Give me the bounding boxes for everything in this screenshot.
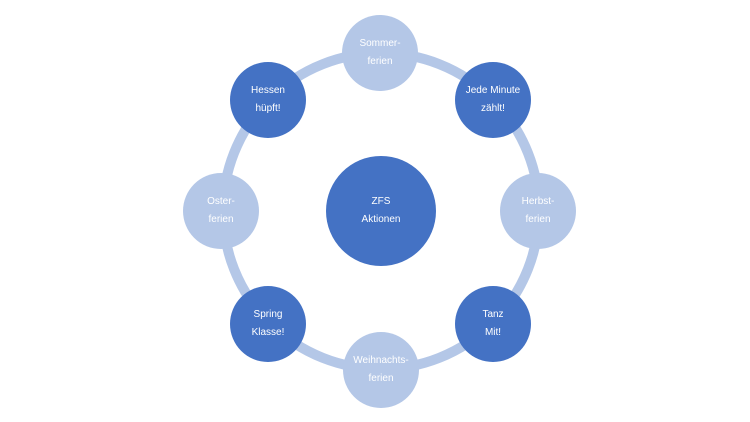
node-label-line-2: Klasse!	[251, 327, 285, 338]
center-label-line-1: ZFS	[371, 196, 391, 207]
node-label: Herbst- ferien	[522, 193, 555, 229]
node-label-line-1: Weihnachts-	[353, 355, 409, 366]
node-label: Oster- ferien	[207, 193, 235, 229]
node-label-line-1: Jede Minute	[465, 85, 521, 96]
center-label-line-2: Aktionen	[361, 214, 401, 225]
node-spring-klasse: Spring Klasse!	[230, 286, 306, 362]
node-label: Jede Minute zählt!	[466, 82, 520, 118]
node-weihnachtsferien: Weihnachts- ferien	[343, 332, 419, 408]
node-label-line-1: Spring	[253, 309, 283, 320]
node-tanz-mit: Tanz Mit!	[455, 286, 531, 362]
node-label-line-1: Herbst-	[521, 196, 555, 207]
node-label-line-1: Hessen	[251, 85, 285, 96]
node-label-line-2: ferien	[525, 214, 551, 225]
node-label-line-1: Tanz	[482, 309, 504, 320]
node-label: Spring Klasse!	[252, 306, 285, 342]
node-hessen-huepft: Hessen hüpft!	[230, 62, 306, 138]
node-label-line-2: ferien	[367, 56, 393, 67]
center-node-label: ZFS Aktionen	[362, 193, 401, 229]
node-jede-minute-zaehlt: Jede Minute zählt!	[455, 62, 531, 138]
node-label-line-1: Oster-	[207, 196, 235, 207]
node-label: Hessen hüpft!	[251, 82, 285, 118]
node-label: Tanz Mit!	[482, 306, 503, 342]
node-label-line-2: Mit!	[484, 327, 502, 338]
node-label: Sommer- ferien	[359, 35, 400, 71]
node-label-line-2: ferien	[368, 373, 394, 384]
node-label-line-2: hüpft!	[255, 103, 281, 114]
node-label-line-1: Sommer-	[359, 38, 401, 49]
node-label-line-2: zählt!	[481, 103, 505, 114]
node-osterferien: Oster- ferien	[183, 173, 259, 249]
center-node-zfs-aktionen: ZFS Aktionen	[326, 156, 436, 266]
node-label-line-2: ferien	[208, 214, 234, 225]
node-sommerferien: Sommer- ferien	[342, 15, 418, 91]
node-label: Weihnachts- ferien	[353, 352, 408, 388]
node-herbstferien: Herbst- ferien	[500, 173, 576, 249]
